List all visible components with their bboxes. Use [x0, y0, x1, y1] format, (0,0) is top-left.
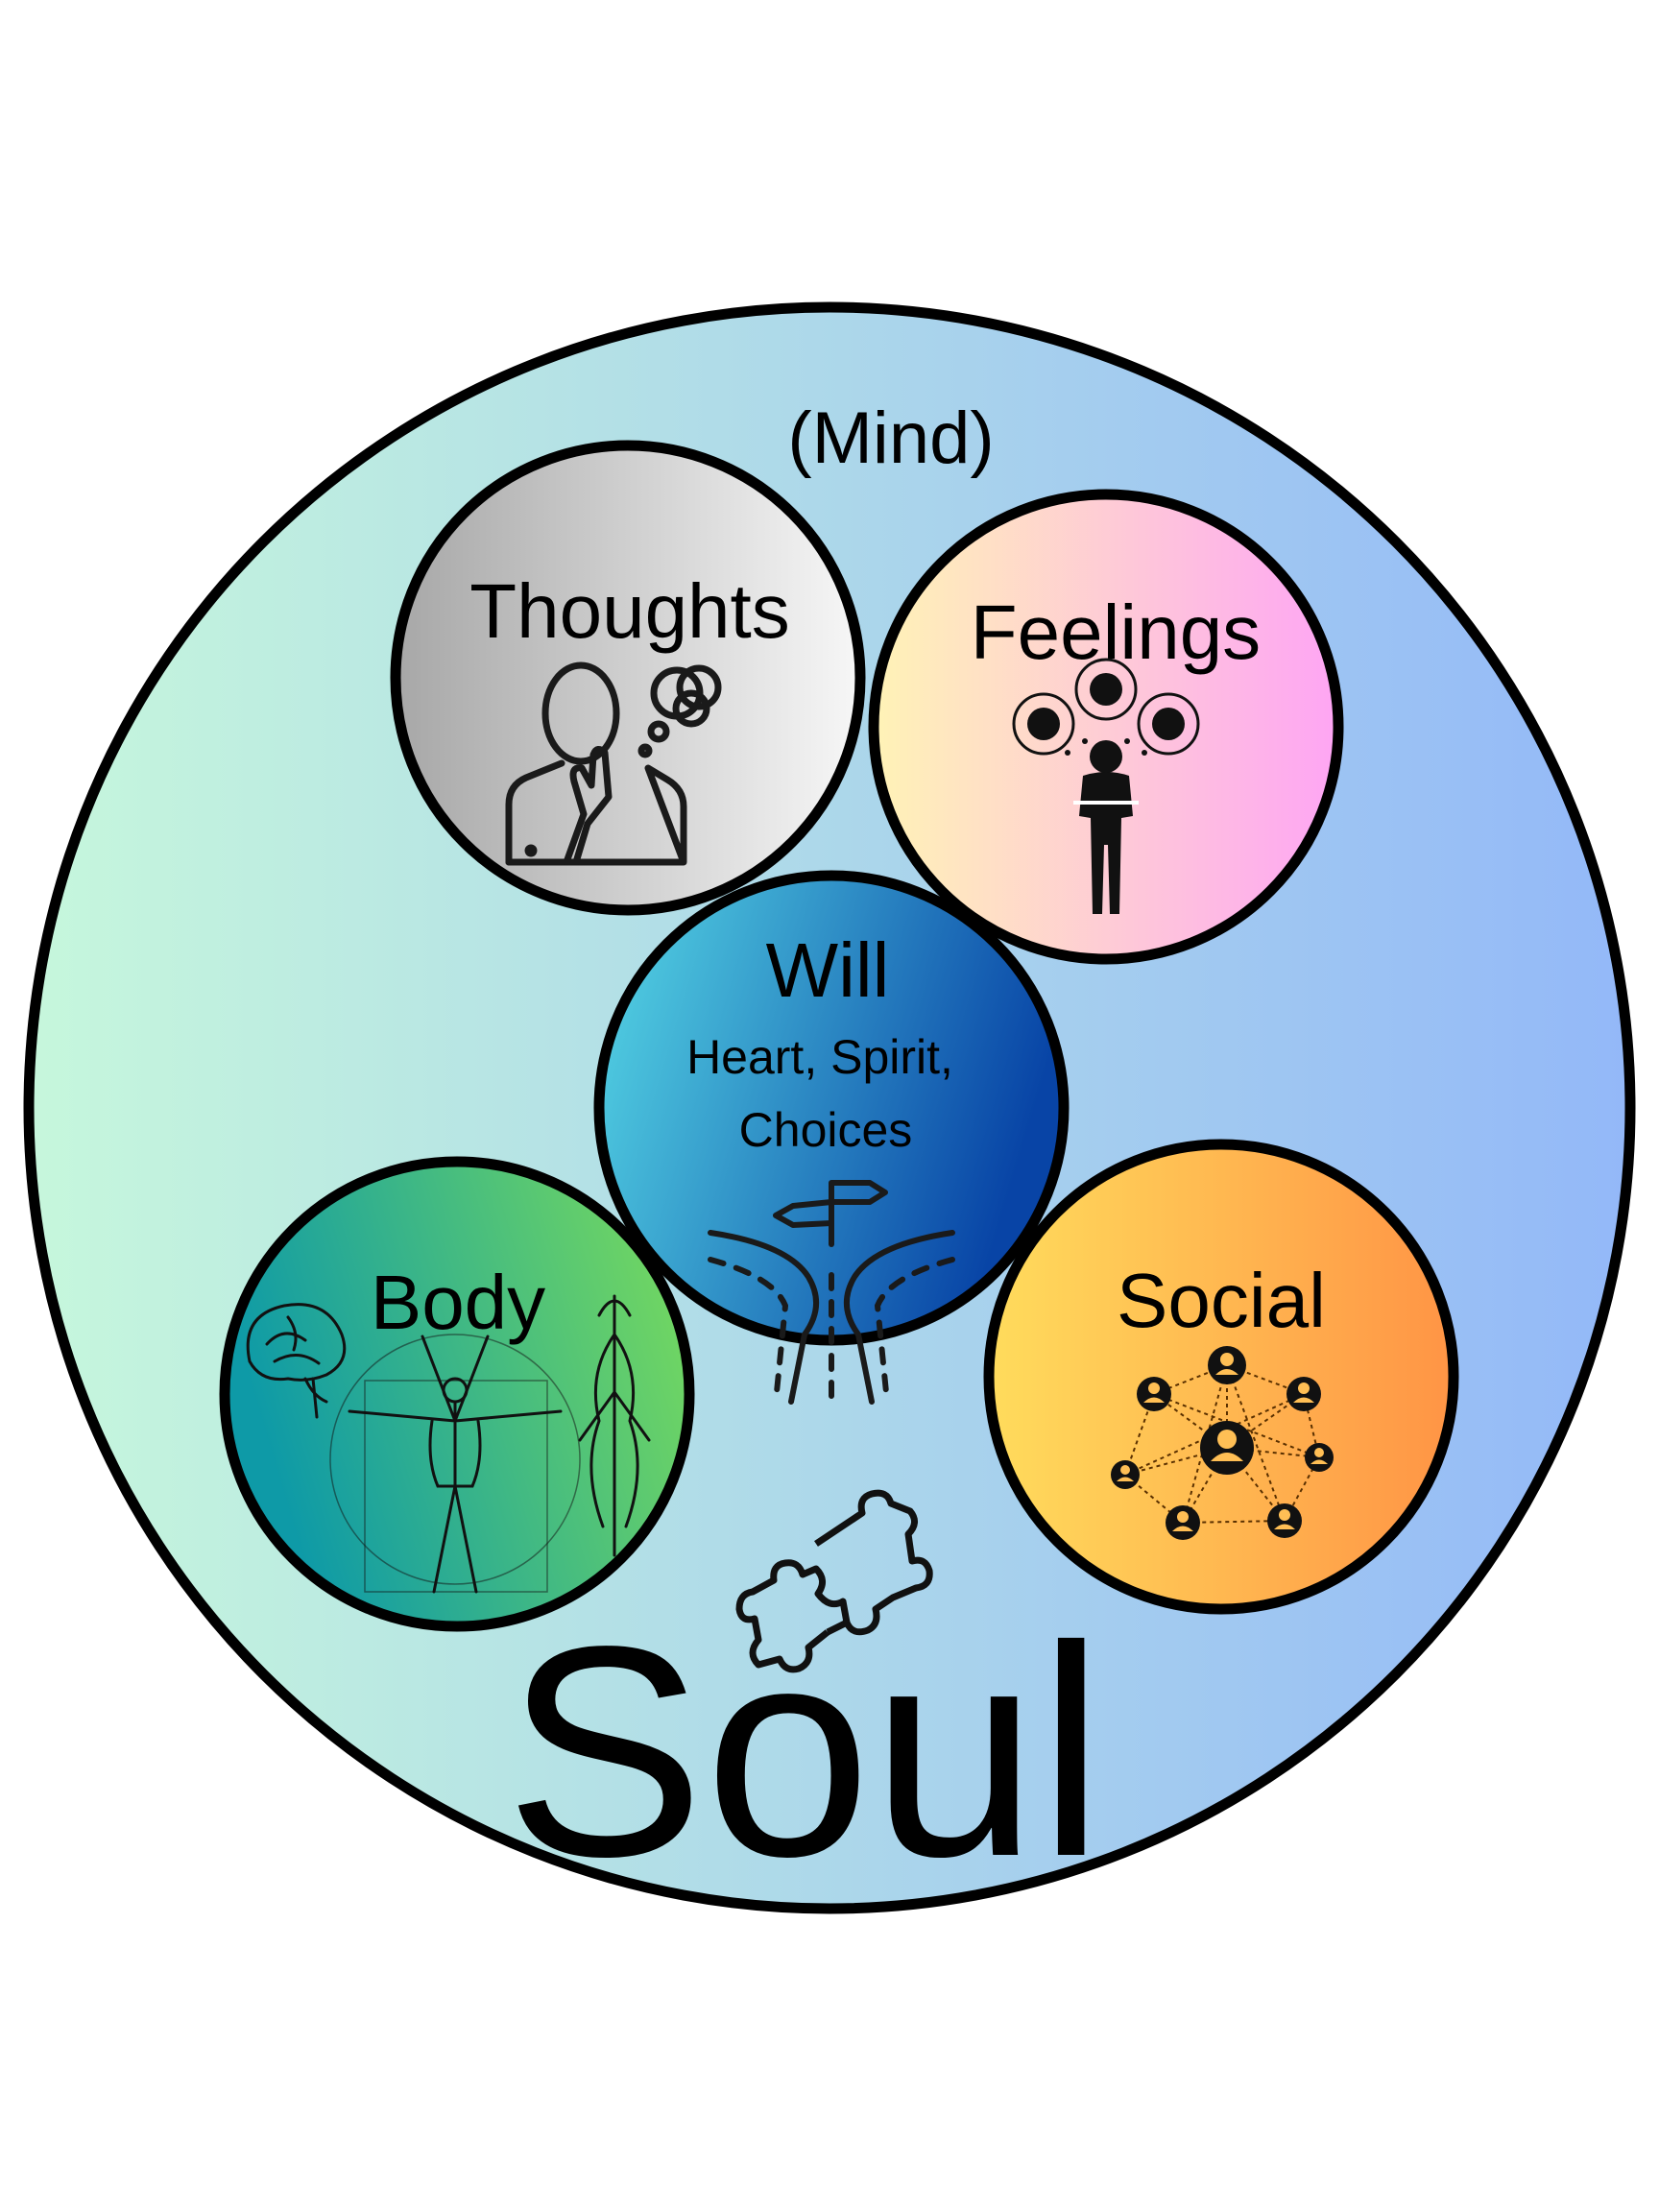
puzzle-pieces-icon — [735, 1489, 933, 1673]
social-label: Social — [1117, 1258, 1326, 1343]
body-circle: Body — [219, 1156, 695, 1632]
will-line2: Choices — [739, 1103, 913, 1157]
thoughts-circle: Thoughts — [390, 440, 866, 916]
soul-title: Soul — [505, 1585, 1104, 1919]
emotions-person-icon — [1012, 658, 1200, 914]
social-circle: Social — [983, 1139, 1459, 1615]
body-label: Body — [371, 1260, 545, 1345]
crossroads-signpost-icon — [708, 1180, 955, 1405]
anatomy-vitruvian-icon — [246, 1294, 651, 1594]
thoughts-label: Thoughts — [469, 568, 790, 654]
thinking-person-icon — [505, 661, 722, 866]
will-label: Will — [766, 927, 890, 1013]
will-line1: Heart, Spirit, — [686, 1030, 953, 1084]
social-network-icon — [1111, 1346, 1334, 1540]
will-circle: Will Heart, Spirit, Choices — [593, 870, 1070, 1346]
mind-label: (Mind) — [787, 397, 994, 479]
feelings-circle: Feelings — [868, 489, 1344, 965]
